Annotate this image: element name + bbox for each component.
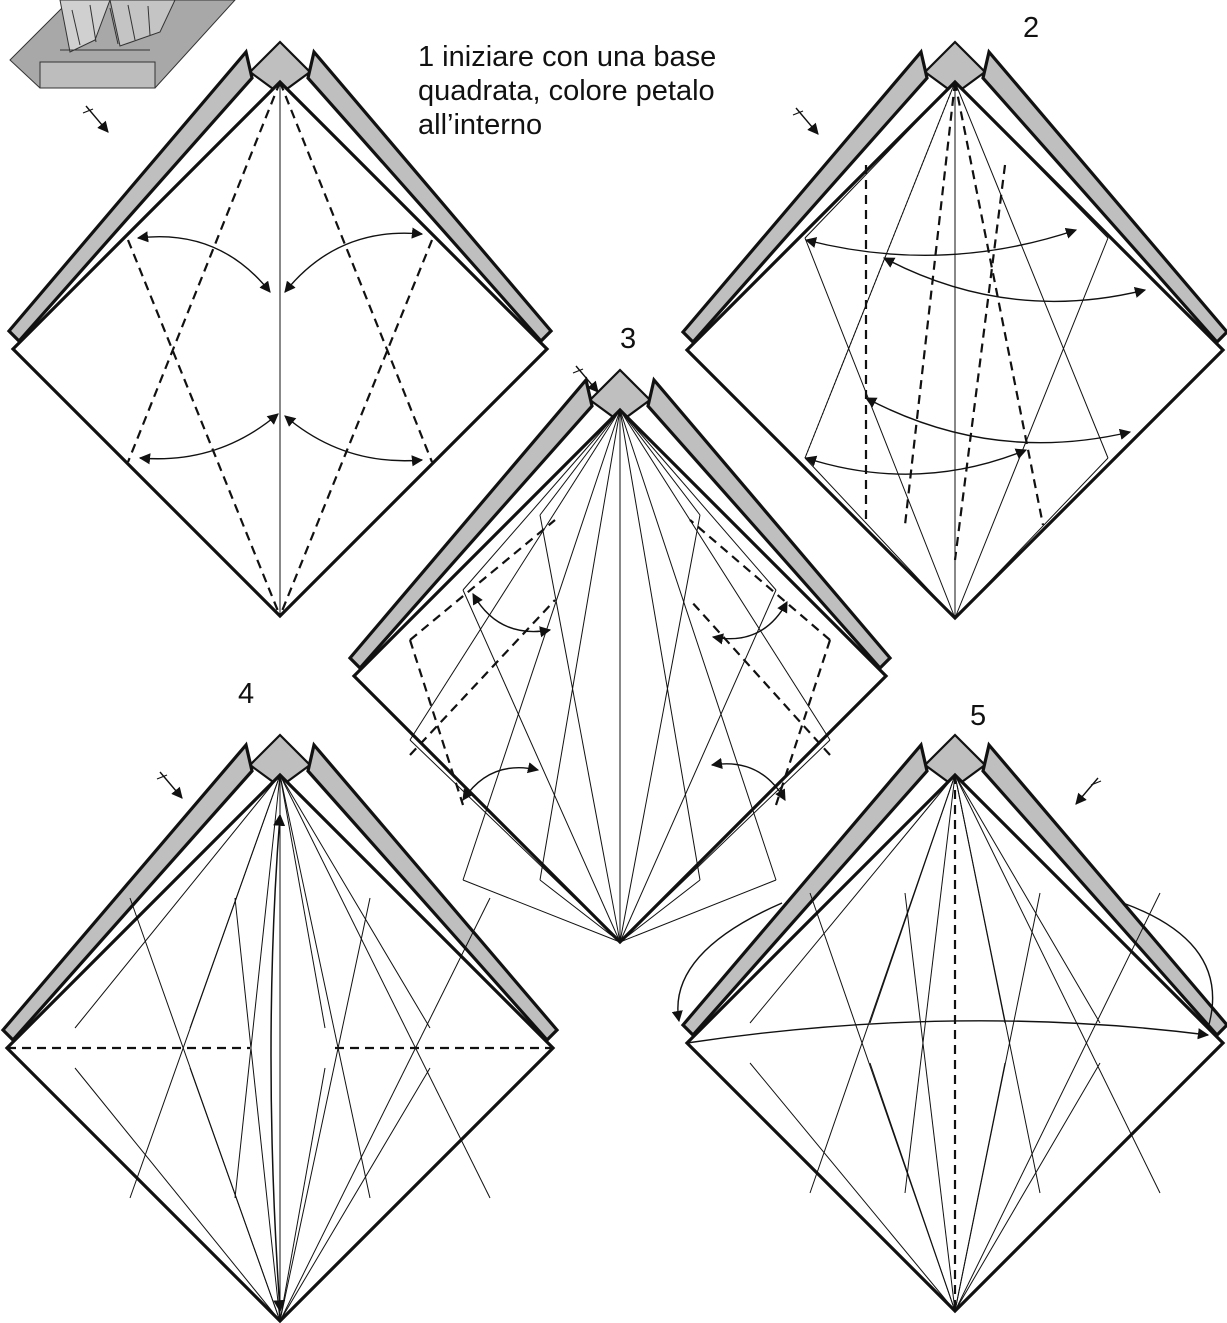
crease-line	[279, 774, 491, 1199]
crease-line	[619, 514, 701, 943]
crease-line	[954, 1062, 1101, 1312]
valley-fold-line	[689, 599, 831, 756]
crease-line	[954, 892, 1161, 1312]
crease-line	[619, 409, 701, 516]
crease-line	[804, 81, 956, 239]
crease-line	[619, 409, 831, 741]
crease-line	[954, 457, 1109, 619]
crease-line	[904, 892, 956, 1312]
fold-arrow-icon	[472, 593, 552, 638]
step-number-3: 3	[620, 323, 636, 355]
crease-line	[409, 739, 621, 943]
crease-line	[462, 589, 621, 943]
turn-over-arrow-icon	[792, 110, 804, 116]
valley-fold-line	[278, 81, 434, 463]
crease-line	[619, 409, 777, 591]
square-base-preview	[9, 0, 236, 89]
crease-line	[409, 409, 621, 741]
instruction-caption: 1 iniziare con una base quadrata, colore…	[418, 40, 798, 142]
crease-line	[462, 409, 621, 881]
turn-over-arrow-icon	[82, 108, 94, 114]
crease-line	[279, 1067, 431, 1322]
fold-arrow-icon	[671, 902, 783, 1023]
valley-fold-line	[126, 81, 282, 463]
diagram-step-5	[671, 733, 1227, 1314]
step-number-5: 5	[970, 700, 986, 732]
diagram-step-2	[680, 40, 1227, 621]
crease-line	[279, 774, 326, 1029]
crease-line	[749, 1062, 956, 1312]
crease-line	[619, 409, 701, 881]
fold-arrow-icon	[462, 762, 540, 801]
crease-line	[234, 774, 281, 1199]
crease-line	[904, 774, 956, 1194]
crease-line	[869, 774, 956, 1024]
crease-line	[804, 457, 956, 619]
fold-arrow-icon	[804, 227, 1078, 256]
fold-arrow-icon	[270, 813, 286, 1313]
fold-arrow-icon	[865, 397, 1132, 444]
crease-line	[279, 774, 431, 1029]
crease-line	[279, 897, 371, 1322]
fold-arrow-icon	[1122, 902, 1214, 1029]
fold-arrow-icon	[136, 231, 271, 293]
crease-line	[749, 774, 956, 1024]
valley-fold-line	[689, 519, 831, 641]
crease-line	[954, 81, 1109, 239]
crease-line	[234, 897, 281, 1322]
diagram-step-3	[347, 365, 893, 945]
crease-line	[619, 879, 777, 943]
step-number-2: 2	[1023, 12, 1039, 44]
diagram-step-1	[6, 40, 554, 619]
crease-line	[869, 1062, 956, 1312]
fold-arrow-icon	[711, 601, 788, 645]
crease-line	[279, 1067, 326, 1322]
turn-over-arrow-icon	[156, 774, 168, 780]
crease-line	[539, 514, 621, 943]
turn-over-arrow-icon	[1075, 777, 1099, 805]
step-number-4: 4	[238, 678, 254, 710]
crease-line	[619, 739, 831, 943]
crease-line	[619, 409, 777, 881]
crease-line	[462, 879, 621, 943]
valley-fold-line	[409, 599, 556, 756]
crease-line	[279, 897, 491, 1322]
crease-line	[539, 409, 621, 516]
crease-line	[279, 774, 371, 1199]
crease-line	[539, 409, 621, 881]
diagram-step-4	[0, 733, 560, 1323]
valley-fold-line	[409, 519, 556, 641]
crease-line	[539, 879, 621, 943]
caption-line: 1 iniziare con una base	[418, 41, 717, 73]
fold-arrow-icon	[710, 757, 786, 801]
crease-line	[619, 589, 777, 943]
fold-arrow-icon	[686, 1020, 1210, 1044]
caption-line: quadrata, colore petalo	[418, 75, 715, 107]
valley-fold-line	[953, 81, 1045, 526]
fold-arrow-icon	[883, 257, 1147, 303]
fold-arrow-icon	[804, 448, 1028, 475]
crease-line	[462, 409, 621, 591]
turn-over-arrow-icon	[1090, 780, 1102, 786]
dotted-crease	[804, 81, 956, 459]
crease-line	[954, 892, 1041, 1312]
caption-line: all’interno	[418, 109, 543, 141]
fold-arrow-icon	[284, 227, 424, 293]
crease-line	[954, 774, 1101, 1024]
crease-line	[74, 1067, 281, 1322]
turn-over-arrow-icon	[572, 368, 584, 374]
crease-line	[954, 774, 1161, 1194]
fold-arrow-icon	[284, 415, 424, 467]
crease-line	[74, 774, 281, 1029]
fold-arrow-icon	[138, 413, 279, 465]
crease-line	[954, 774, 1041, 1194]
crease-line	[619, 879, 701, 943]
